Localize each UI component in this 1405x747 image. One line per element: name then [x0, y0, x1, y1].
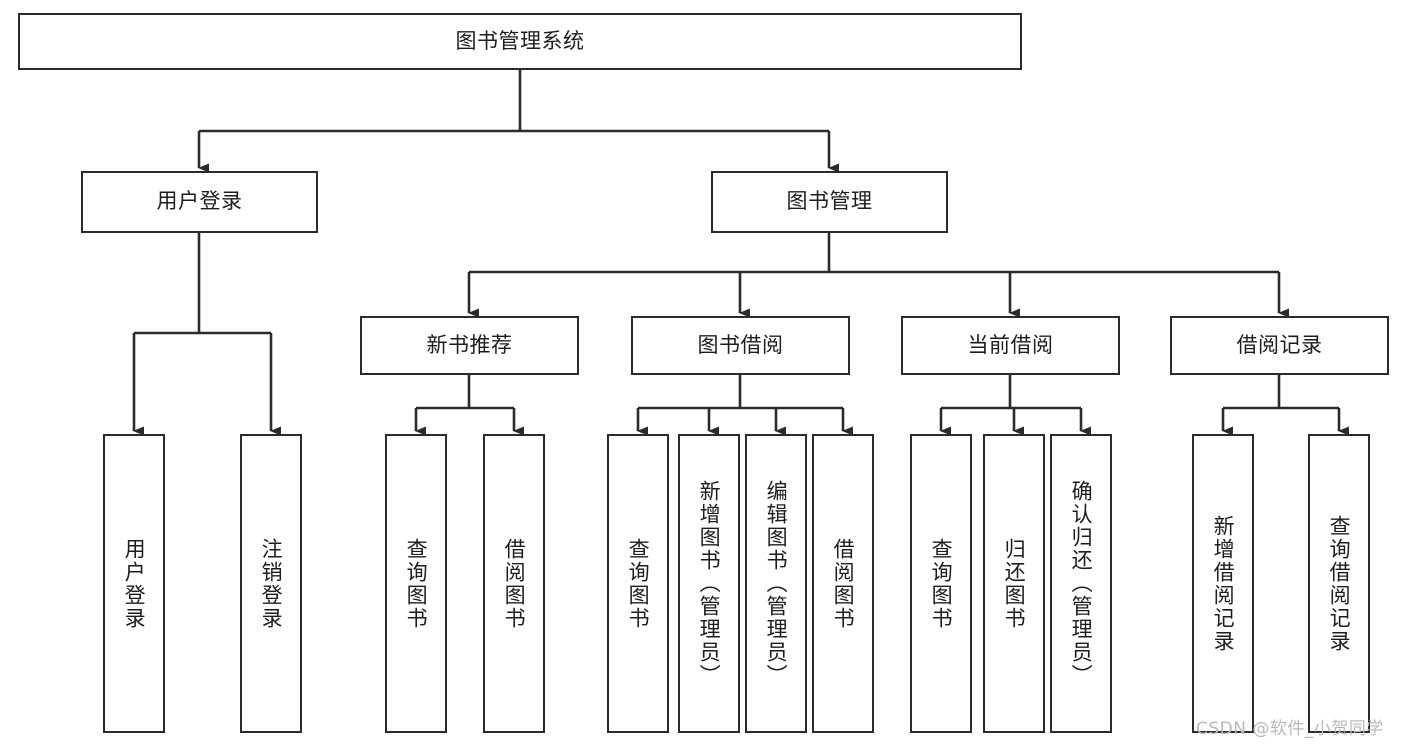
node-label-root: 图书管理系统 [455, 28, 585, 53]
node-borrow-record[interactable]: 借阅记录 [1170, 316, 1389, 375]
node-label-leaf-return-book: 归还图书 [1002, 537, 1027, 630]
node-leaf-query-book-borrow[interactable]: 查询图书 [607, 434, 669, 733]
node-label-leaf-query-book-new: 查询图书 [404, 537, 429, 630]
node-leaf-confirm-return-admin[interactable]: 确认归还（管理员） [1050, 434, 1112, 733]
node-label-leaf-add-book-admin: 新增图书（管理员） [697, 480, 722, 687]
node-label-leaf-user-login: 用户登录 [122, 537, 147, 630]
node-leaf-user-login[interactable]: 用户登录 [103, 434, 165, 733]
node-label-leaf-borrow-book: 借阅图书 [831, 537, 856, 630]
node-label-user-login: 用户登录 [156, 189, 243, 214]
node-leaf-query-borrow-record[interactable]: 查询借阅记录 [1308, 434, 1370, 733]
node-leaf-borrow-book-new[interactable]: 借阅图书 [483, 434, 545, 733]
node-leaf-return-book[interactable]: 归还图书 [983, 434, 1045, 733]
node-label-borrow-record: 借阅记录 [1236, 332, 1323, 357]
node-label-leaf-query-book-current: 查询图书 [929, 537, 954, 630]
node-new-book-recommend[interactable]: 新书推荐 [360, 316, 579, 375]
node-leaf-query-book-new[interactable]: 查询图书 [385, 434, 447, 733]
node-label-leaf-logout: 注销登录 [259, 537, 284, 630]
node-label-leaf-query-book-borrow: 查询图书 [626, 537, 651, 630]
node-label-book-management: 图书管理 [786, 189, 873, 214]
node-book-management[interactable]: 图书管理 [711, 171, 948, 233]
node-label-leaf-borrow-book-new: 借阅图书 [502, 537, 527, 630]
node-leaf-query-book-current[interactable]: 查询图书 [910, 434, 972, 733]
csdn-watermark: CSDN @软件_小贺同学 [1196, 719, 1384, 739]
connector-lines [132, 70, 1349, 436]
node-user-login[interactable]: 用户登录 [81, 171, 318, 233]
node-label-current-borrow: 当前借阅 [967, 332, 1054, 357]
node-leaf-add-book-admin[interactable]: 新增图书（管理员） [678, 434, 740, 733]
node-root[interactable]: 图书管理系统 [18, 13, 1022, 70]
node-current-borrow[interactable]: 当前借阅 [901, 316, 1120, 375]
node-leaf-borrow-book[interactable]: 借阅图书 [812, 434, 874, 733]
node-leaf-logout[interactable]: 注销登录 [240, 434, 302, 733]
node-label-leaf-query-borrow-record: 查询借阅记录 [1327, 514, 1352, 653]
node-leaf-edit-book-admin[interactable]: 编辑图书（管理员） [745, 434, 807, 733]
node-leaf-add-borrow-record[interactable]: 新增借阅记录 [1192, 434, 1254, 733]
node-label-leaf-edit-book-admin: 编辑图书（管理员） [764, 480, 789, 687]
node-book-borrow[interactable]: 图书借阅 [631, 316, 850, 375]
node-label-leaf-confirm-return-admin: 确认归还（管理员） [1069, 480, 1094, 687]
node-label-leaf-add-borrow-record: 新增借阅记录 [1211, 514, 1236, 653]
node-label-book-borrow: 图书借阅 [697, 332, 784, 357]
node-label-new-book-recommend: 新书推荐 [426, 332, 513, 357]
